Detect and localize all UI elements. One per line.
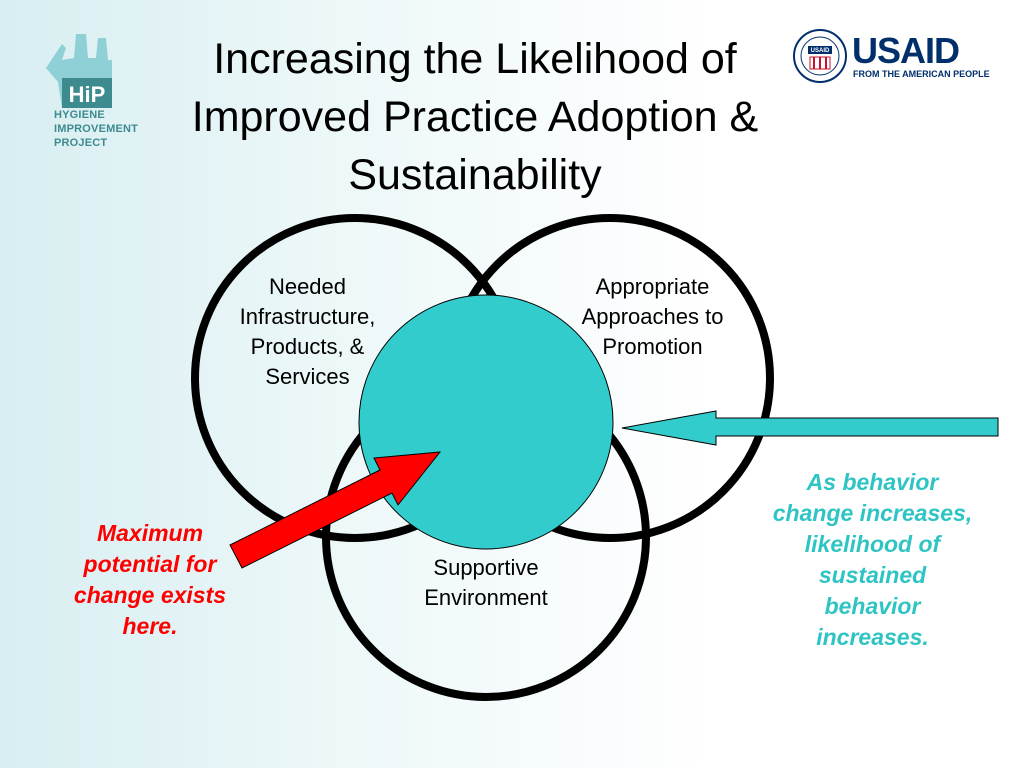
note-red-line-3: change exists [73,582,227,608]
center-circle [358,294,614,550]
label-left-line-3: Products, & [250,334,365,359]
hip-logo-text: HYGIENE IMPROVEMENT PROJECT [54,108,138,150]
note-behavior-change: As behavior change increases, likelihood… [745,467,1000,653]
label-bottom-line-1: Supportive [433,555,539,580]
usaid-wordmark: USAID [852,30,960,71]
label-circle-bottom: Supportive Environment [396,553,576,613]
label-right-line-2: Approaches to [581,304,724,329]
label-left-line-2: Infrastructure, [239,304,376,329]
note-teal-line-1: As behavior [806,469,939,495]
label-bottom-line-2: Environment [424,585,548,610]
red-arrow [229,451,442,569]
note-red-line-2: potential for [83,551,217,577]
hip-monogram: HiP [69,82,106,107]
hip-text-line-2: IMPROVEMENT [54,123,139,135]
hip-logo: HiP [46,34,112,108]
usaid-logo: USAID [793,29,847,83]
note-teal-line-6: increases. [816,624,929,650]
note-teal-line-5: behavior [824,593,921,619]
label-right-line-1: Appropriate [595,274,710,299]
slide-title: Increasing the Likelihood of Improved Pr… [130,30,820,204]
title-line-1: Increasing the Likelihood of [213,35,737,83]
note-teal-line-2: change increases, [772,500,973,526]
usaid-seal-icon: USAID [793,29,847,83]
label-right-line-3: Promotion [602,334,703,359]
note-red-line-4: here. [122,613,178,639]
title-line-3: Sustainability [348,151,602,199]
note-red-line-1: Maximum [96,520,204,546]
label-left-line-4: Services [265,364,350,389]
teal-arrow [621,410,999,446]
note-teal-line-3: likelihood of [804,531,941,557]
usaid-seal-text: USAID [811,48,830,54]
note-teal-line-4: sustained [818,562,927,588]
label-circle-left: Needed Infrastructure, Products, & Servi… [210,272,405,392]
hip-text-line-3: PROJECT [54,137,108,149]
usaid-tagline: FROM THE AMERICAN PEOPLE [853,69,990,79]
label-circle-right: Appropriate Approaches to Promotion [560,272,745,362]
hip-text-line-1: HYGIENE [54,109,105,121]
hand-icon [46,34,112,108]
label-left-line-1: Needed [268,274,347,299]
note-maximum-potential: Maximum potential for change exists here… [50,518,250,642]
title-line-2: Improved Practice Adoption & [191,93,759,141]
